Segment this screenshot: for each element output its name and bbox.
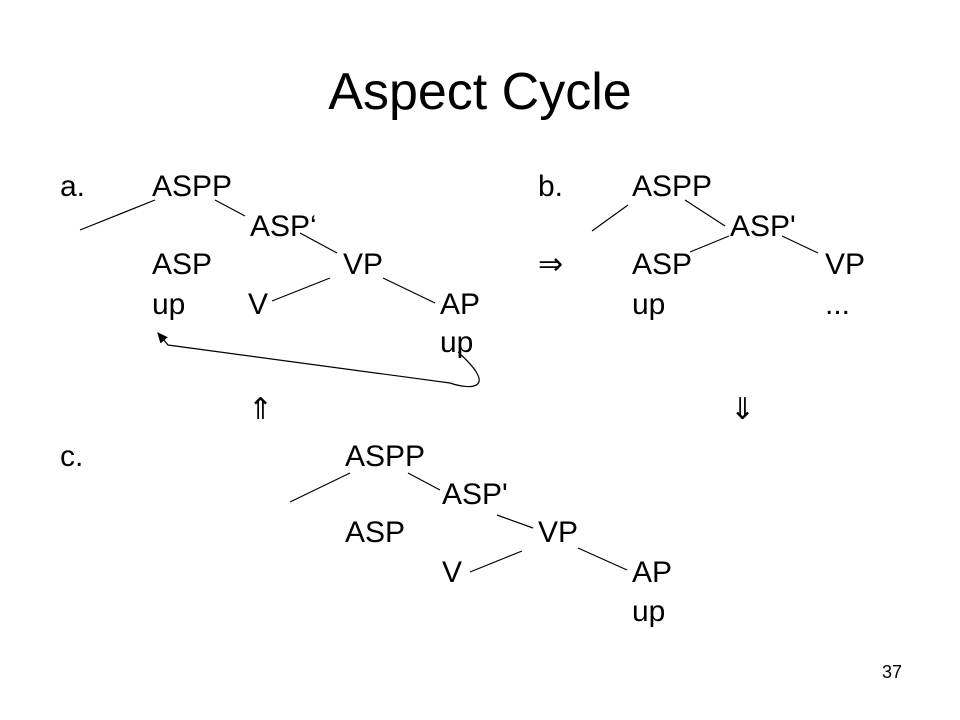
tree-c-label: c. xyxy=(60,440,84,473)
branch-b-aspp-aspbar xyxy=(684,199,726,227)
branch-c-aspbar-vp xyxy=(496,514,534,529)
tree-a-ap-node: AP xyxy=(440,288,481,321)
branch-a-vp-ap xyxy=(382,277,436,304)
tree-c-aspp-node: ASPP xyxy=(345,440,426,473)
movement-arrow xyxy=(157,332,480,388)
branch-c-aspp-spec xyxy=(289,472,351,503)
tree-a-ap-up-word: up xyxy=(440,326,474,359)
tree-a-aspp-node: ASPP xyxy=(152,170,233,203)
branch-b-aspbar-vp xyxy=(781,235,819,254)
branch-c-aspp-aspbar xyxy=(407,472,441,491)
tree-a-label: a. xyxy=(60,170,86,203)
tree-b-implies-arrow: ⇒ xyxy=(538,248,564,281)
branch-a-aspbar-vp xyxy=(299,232,338,254)
branch-b-aspp-spec xyxy=(591,204,629,232)
tree-a-aspbar-node: ASP‘ xyxy=(250,210,317,243)
branch-a-aspp-aspbar xyxy=(214,199,246,217)
tree-c-ap-up-word: up xyxy=(632,595,666,628)
tree-a-v-node: V xyxy=(248,288,269,321)
slide-title: Aspect Cycle xyxy=(328,63,632,121)
branch-c-vp-ap xyxy=(577,547,628,571)
tree-c-v-node: V xyxy=(442,556,463,589)
tree-a-vp-node: VP xyxy=(343,248,384,281)
down-double-arrow: ⇓ xyxy=(730,393,756,426)
tree-c-aspbar-node: ASP' xyxy=(442,478,508,511)
tree-c-asp-node: ASP xyxy=(345,516,406,549)
tree-a-up-word: up xyxy=(152,288,186,321)
tree-a-asp-node: ASP xyxy=(152,248,213,281)
branch-b-aspbar-asp xyxy=(689,235,730,253)
tree-c-vp-node: VP xyxy=(538,516,579,549)
tree-b-up-word: up xyxy=(632,288,666,321)
tree-b-vp-node: VP xyxy=(825,248,866,281)
branch-c-vp-v xyxy=(469,550,523,573)
tree-b-asp-node: ASP xyxy=(632,248,693,281)
up-double-arrow: ⇑ xyxy=(248,393,274,426)
tree-b-aspp-node: ASPP xyxy=(632,170,713,203)
tree-b-aspbar-node: ASP' xyxy=(730,210,796,243)
page-number: 37 xyxy=(881,662,902,682)
tree-b-label: b. xyxy=(538,170,564,203)
branch-a-aspp-spec xyxy=(79,199,156,231)
tree-b-ellipsis: ... xyxy=(825,288,851,321)
branch-a-vp-v xyxy=(271,277,331,302)
tree-c-ap-node: AP xyxy=(632,556,673,589)
